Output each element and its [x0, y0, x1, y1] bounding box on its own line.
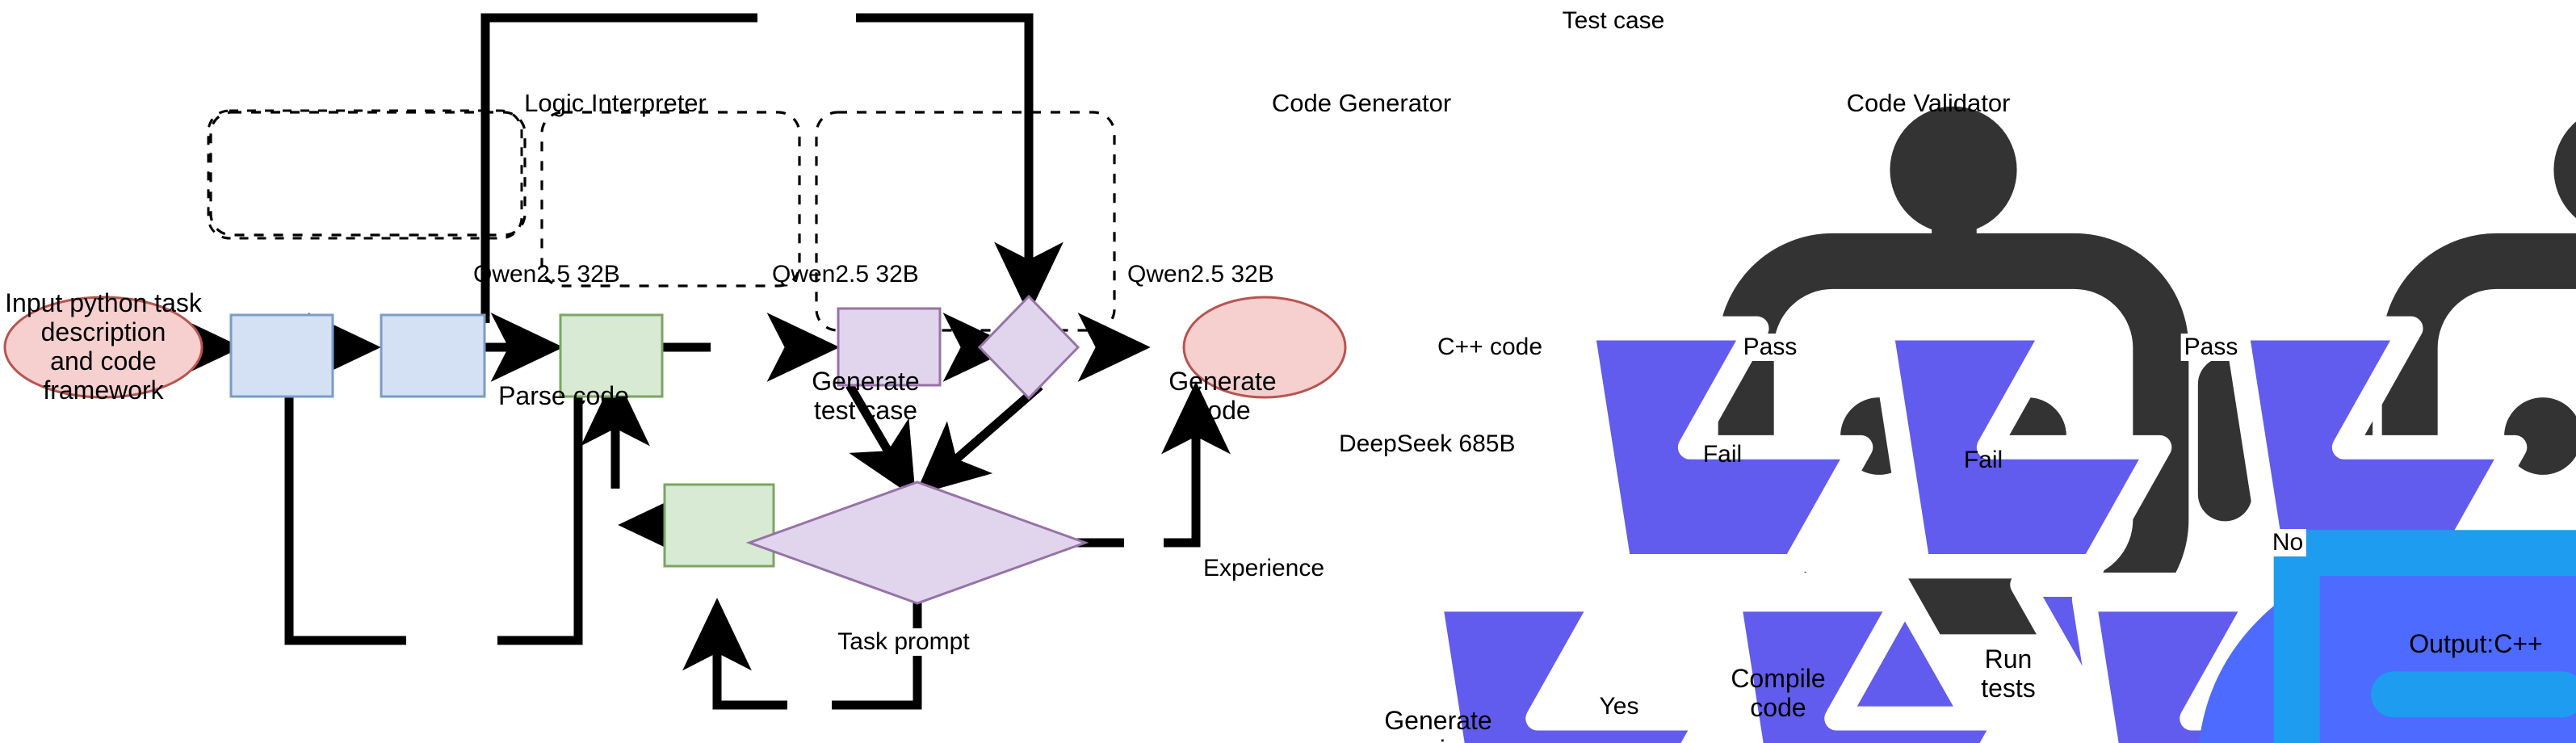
- group-title-code-generator: Code Generator: [1271, 89, 1452, 117]
- group-title-logic-interpreter: Logic Interpreter: [524, 89, 707, 117]
- edge-task-prompt-a: [497, 389, 583, 645]
- node-run-tests: [977, 294, 1080, 401]
- edge-label-yes: Yes: [1596, 693, 1643, 720]
- edge-yes-to-genexp: [682, 598, 787, 710]
- group-title-code-validator: Code Validator: [1846, 89, 2011, 117]
- deepseek-logo-icon: [1281, 431, 2576, 743]
- qwen-logo-icon: [1082, 250, 2576, 743]
- experience-doc-icon: [1221, 491, 2576, 743]
- node-iterations: [745, 481, 1089, 605]
- edge-label-experience: Experience: [1202, 555, 1325, 581]
- edge-compile-fail: [845, 383, 917, 499]
- edge-label-task-prompt: Task prompt: [834, 628, 973, 656]
- edge-runtests-fail: [915, 382, 1043, 496]
- edge-label-fail-1: Fail: [1702, 441, 1743, 468]
- model-label: Qwen2.5 32B: [473, 261, 620, 288]
- group-box-logic-interpreter: [207, 109, 523, 240]
- dashed-box-code-validator: [815, 111, 1116, 332]
- edge-label-no: No: [2268, 529, 2307, 556]
- node-generate-experience: [663, 483, 775, 568]
- node-parse-code: [229, 313, 334, 398]
- edge-no-to-output: [1161, 381, 1231, 548]
- model-label: DeepSeek 685B: [1339, 430, 1516, 457]
- node-input: [3, 296, 203, 399]
- qwen-logo-icon: [727, 250, 2301, 743]
- edge-label-pass-1: Pass: [1739, 334, 1801, 361]
- node-generate-code: [559, 313, 664, 398]
- model-label: Qwen2.5 32B: [1127, 261, 1274, 288]
- qwen-logo-icon: [428, 250, 2003, 743]
- edge-label-test-case: Test case: [1559, 7, 1668, 35]
- model-label: Qwen2.5 32B: [772, 261, 919, 288]
- node-output: [1182, 296, 1347, 399]
- node-generate-test: [380, 313, 486, 398]
- edge-test-case-top-b: [856, 13, 1064, 315]
- edge-task-prompt-b: [284, 393, 406, 645]
- edge-label-cpp-code: C++ code: [1433, 334, 1546, 361]
- dashed-box-logic-interpreter: [209, 111, 527, 237]
- edge-label-fail-2: Fail: [1963, 447, 2003, 473]
- dashed-box-code-generator: [540, 111, 801, 288]
- node-compile-code: [837, 307, 942, 387]
- edge-label-pass-2: Pass: [2180, 334, 2242, 361]
- container-logic-interpreter: [208, 111, 522, 233]
- edge-test-case-top-a: [480, 13, 757, 323]
